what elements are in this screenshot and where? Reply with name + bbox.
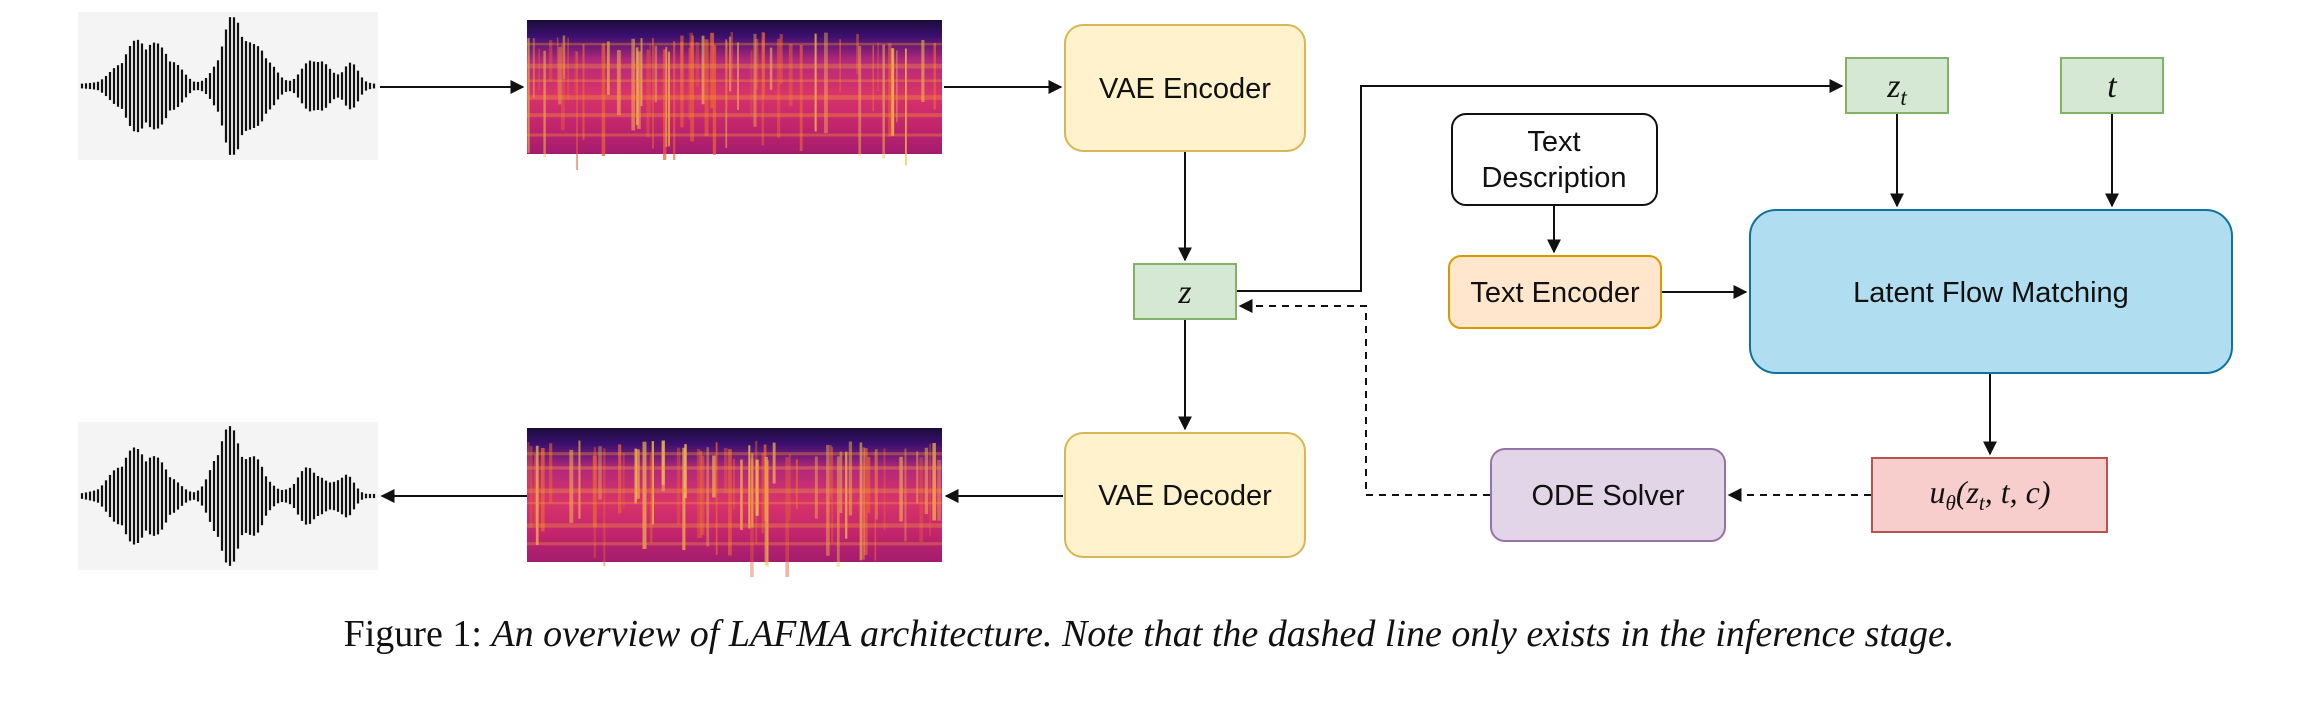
- ode-solver-box: [1490, 448, 1726, 542]
- latent-flow-matching-label: Latent Flow Matching: [1853, 277, 2129, 309]
- output-waveform-background: [78, 422, 378, 570]
- ode-solver-label: ODE Solver: [1531, 480, 1684, 512]
- input-spectrogram: [527, 20, 942, 171]
- vae-decoder-label: VAE Decoder: [1098, 480, 1272, 512]
- zt-label: zt: [1886, 68, 1907, 110]
- output-waveform: [80, 426, 376, 566]
- u-theta-label: uθ(zt, t, c): [1929, 474, 2050, 515]
- text-encoder-box: [1448, 255, 1662, 329]
- t-label: t: [2107, 68, 2118, 105]
- output-spectrogram: [527, 428, 942, 578]
- vae-decoder-box: [1064, 432, 1306, 558]
- text-description-box: [1451, 113, 1658, 206]
- t-box: [2060, 57, 2164, 114]
- input-waveform-background: [78, 12, 378, 160]
- arrow-z-to-zt: [1237, 79, 1844, 292]
- text-encoder-label: Text Encoder: [1470, 277, 1640, 309]
- zt-box: [1845, 57, 1949, 114]
- solid-arrows: [380, 79, 2119, 503]
- vae-encoder-box: [1064, 24, 1306, 152]
- z-label: z: [1177, 274, 1191, 311]
- caption-label: Figure 1:: [343, 613, 482, 655]
- latent-flow-matching-box: [1749, 209, 2233, 374]
- input-waveform: [80, 17, 376, 155]
- caption-text: An overview of LAFMA architecture. Note …: [491, 613, 1955, 655]
- figure-caption: Figure 1: An overview of LAFMA architect…: [0, 612, 2298, 656]
- u-theta-box: [1871, 457, 2108, 533]
- z-box: [1133, 263, 1237, 320]
- dashed-arrows: [1238, 299, 1871, 502]
- vae-encoder-label: VAE Encoder: [1099, 73, 1271, 105]
